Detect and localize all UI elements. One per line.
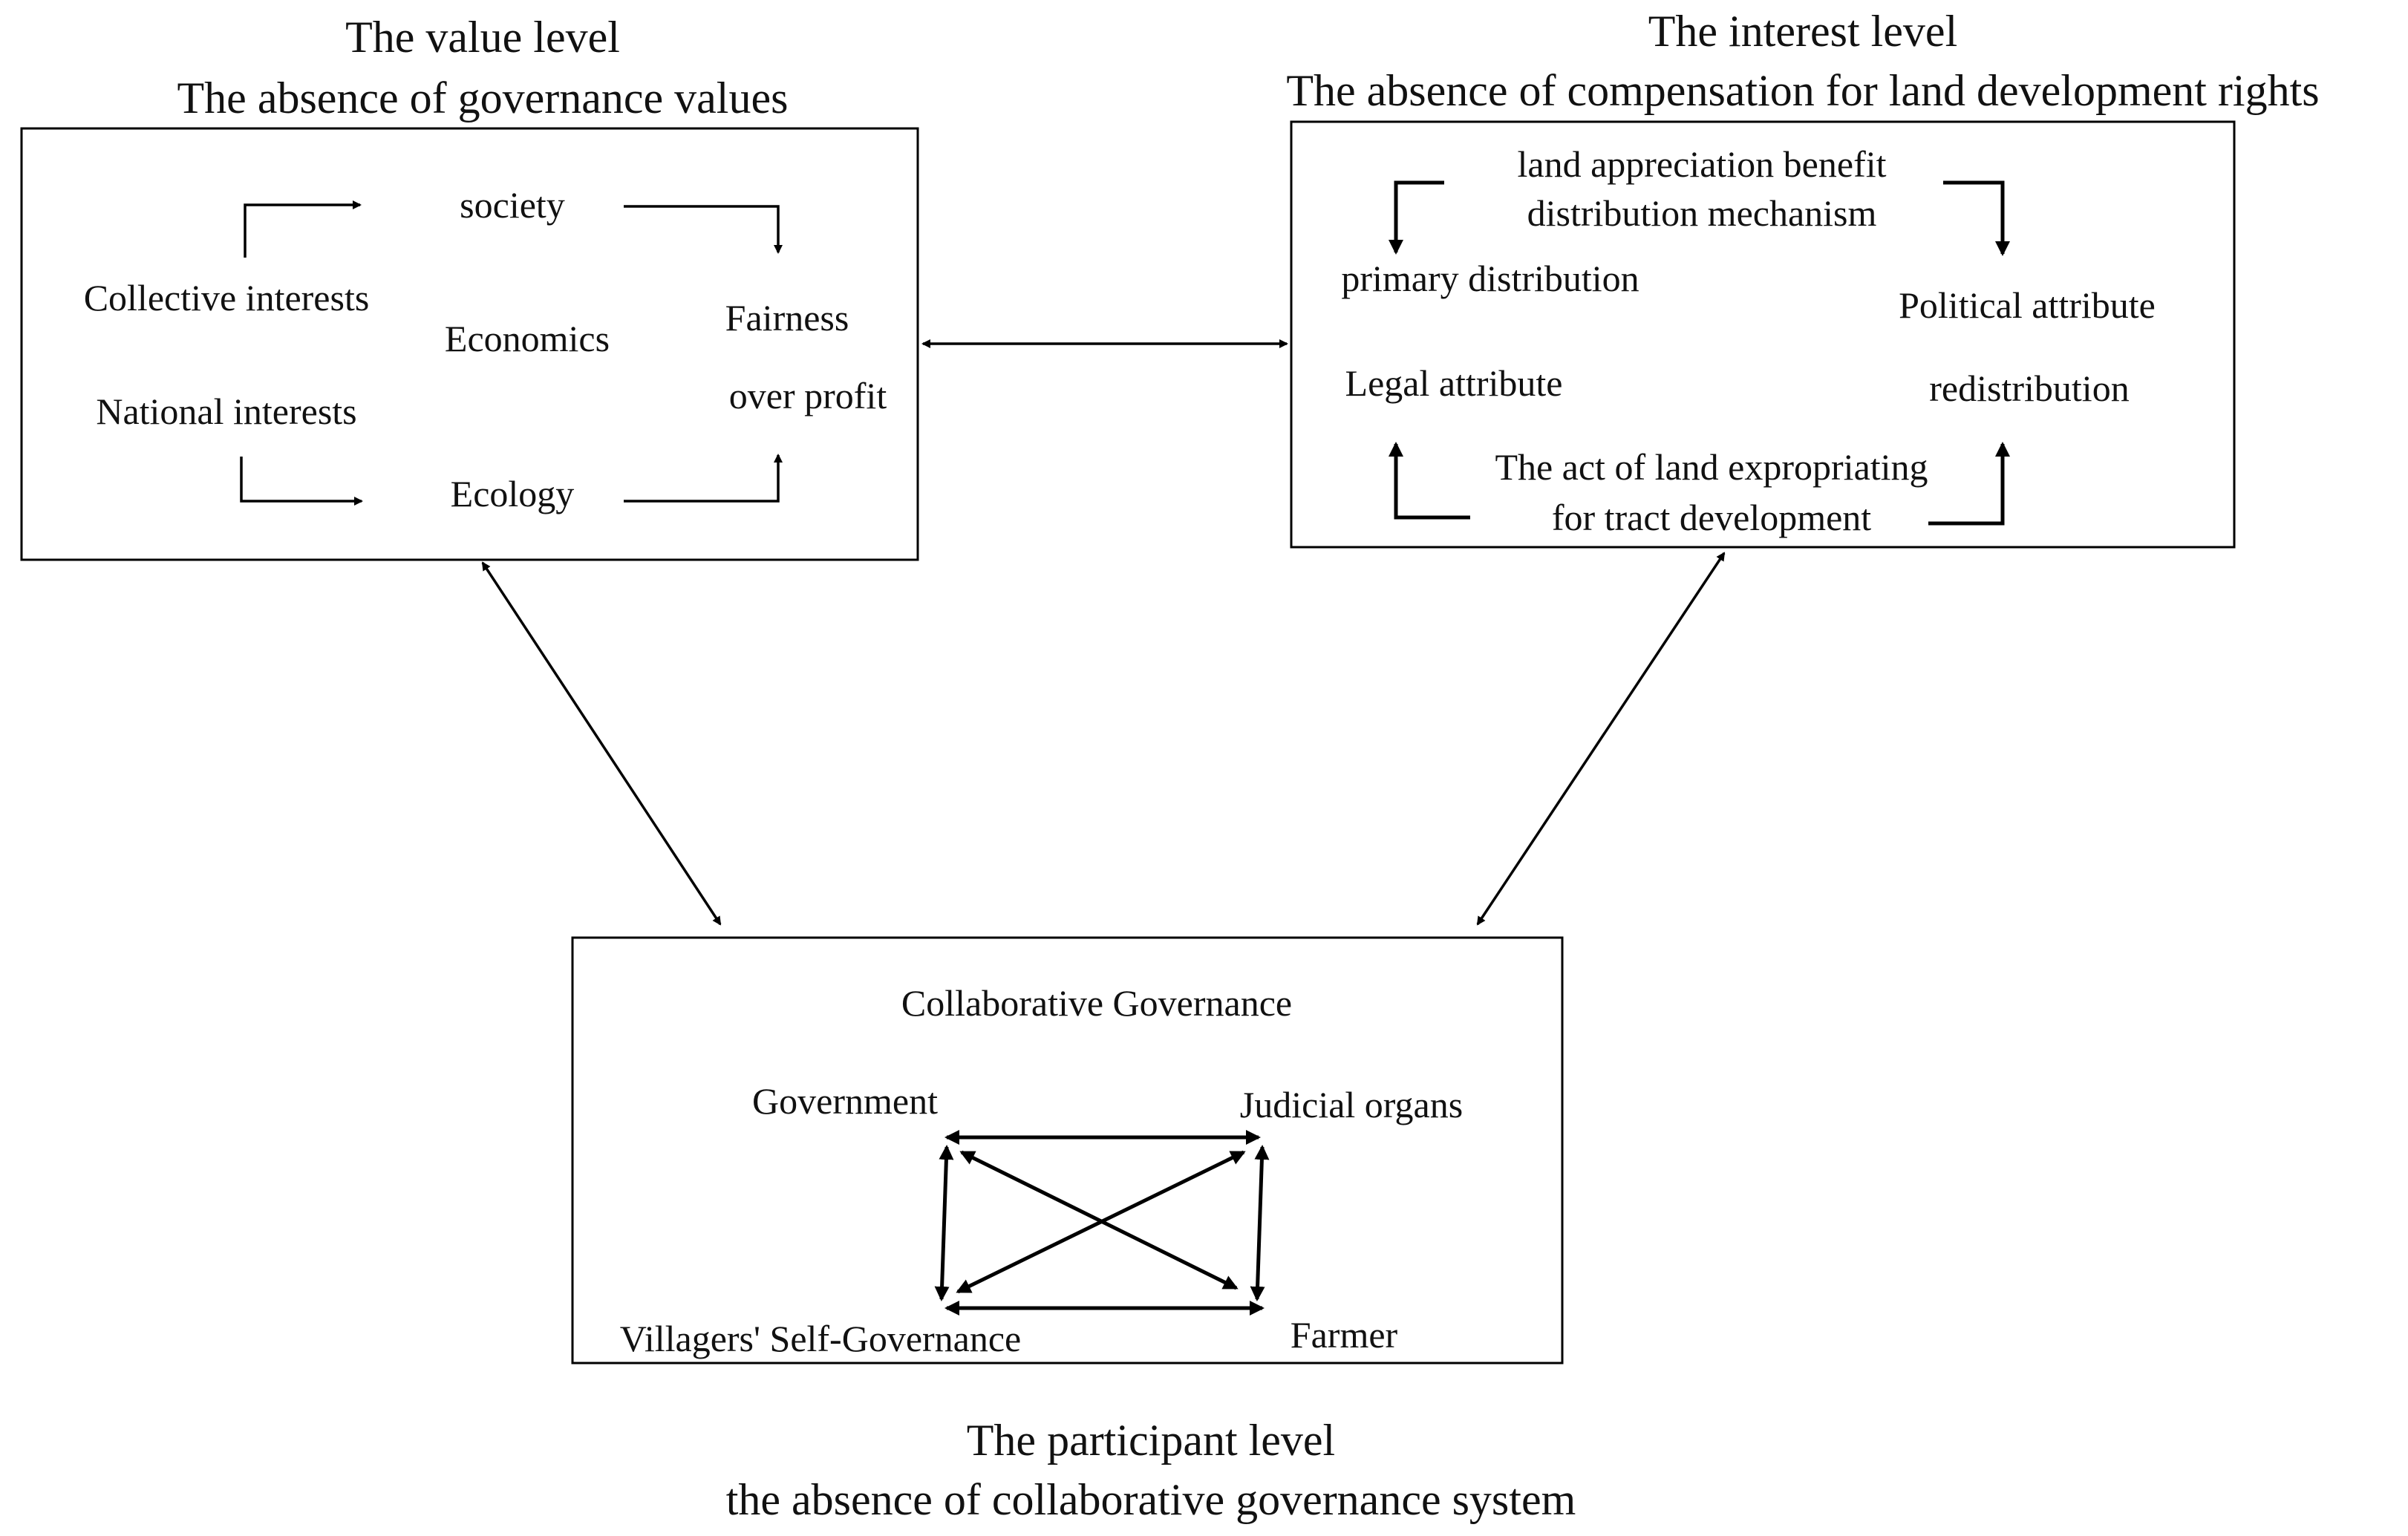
participant-level-subtitle: the absence of collaborative governance … bbox=[726, 1475, 1576, 1524]
over-profit-label: over profit bbox=[729, 375, 887, 416]
participant-level-box bbox=[571, 936, 1564, 1365]
judicial-organs-label: Judicial organs bbox=[1240, 1084, 1463, 1125]
legal-attribute-label: Legal attribute bbox=[1345, 362, 1563, 404]
act-to-legal-arrow bbox=[1389, 442, 1470, 520]
society-label: society bbox=[460, 184, 565, 226]
government-villagers-arrow bbox=[934, 1145, 954, 1301]
value-level-box bbox=[20, 127, 919, 561]
act-to-redistribution-arrow bbox=[1928, 442, 2010, 526]
primary-distribution-label: primary distribution bbox=[1341, 258, 1639, 299]
interest-level-subtitle: The absence of compensation for land dev… bbox=[1286, 66, 2319, 115]
judicial-villagers-arrow bbox=[956, 1150, 1246, 1294]
farmer-label: Farmer bbox=[1291, 1314, 1398, 1356]
ecology-to-fairness-arrow bbox=[624, 454, 783, 503]
mechanism-label-line2: distribution mechanism bbox=[1527, 192, 1877, 234]
collective-to-society-arrow bbox=[244, 200, 362, 258]
government-label: Government bbox=[752, 1080, 938, 1122]
collective-interests-label: Collective interests bbox=[84, 277, 370, 318]
fairness-label: Fairness bbox=[725, 297, 849, 339]
mechanism-to-primary-arrow bbox=[1389, 180, 1444, 255]
economics-label: Economics bbox=[445, 318, 610, 359]
judicial-farmer-arrow bbox=[1250, 1145, 1270, 1301]
expropriation-act-label-line1: The act of land expropriating bbox=[1495, 446, 1928, 488]
value-level-title: The value level bbox=[345, 13, 620, 62]
society-to-fairness-arrow bbox=[624, 205, 783, 254]
value-level-subtitle: The absence of governance values bbox=[177, 73, 789, 122]
interest-level-title: The interest level bbox=[1648, 7, 1957, 56]
value-level: The value level The absence of governanc… bbox=[20, 13, 919, 561]
participant-level-title: The participant level bbox=[967, 1416, 1335, 1465]
interest-level: The interest level The absence of compen… bbox=[1286, 7, 2320, 549]
interest-level-box bbox=[1290, 120, 2236, 549]
mechanism-label-line1: land appreciation benefit bbox=[1518, 143, 1887, 185]
national-to-ecology-arrow bbox=[240, 457, 363, 506]
participant-level: Collaborative Governance Government Judi… bbox=[571, 936, 1576, 1524]
expropriation-act-label-line2: for tract development bbox=[1552, 497, 1871, 538]
redistribution-label: redistribution bbox=[1929, 367, 2129, 409]
villagers-self-governance-label: Villagers' Self-Governance bbox=[620, 1318, 1022, 1359]
interest-participant-connector bbox=[1476, 552, 1726, 926]
collaborative-governance-heading: Collaborative Governance bbox=[901, 982, 1292, 1024]
mechanism-to-political-arrow bbox=[1943, 180, 2010, 256]
government-farmer-arrow bbox=[959, 1150, 1239, 1290]
value-participant-connector bbox=[481, 561, 722, 926]
ecology-label: Ecology bbox=[451, 473, 575, 514]
national-interests-label: National interests bbox=[96, 390, 356, 432]
political-attribute-label: Political attribute bbox=[1899, 284, 2156, 326]
